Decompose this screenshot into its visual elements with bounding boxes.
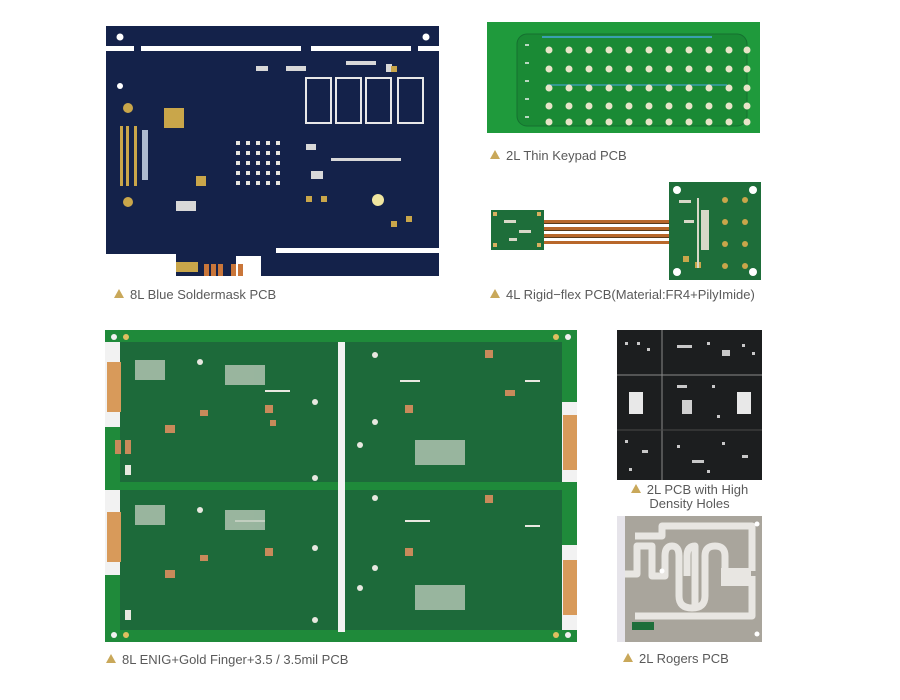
triangle-bullet-icon — [630, 484, 641, 493]
caption-blue-soldermask: 8L Blue Soldermask PCB — [114, 287, 276, 303]
product-image-enig-gold-finger — [105, 330, 577, 642]
product-image-thin-keypad — [487, 22, 760, 133]
caption-rogers: 2L Rogers PCB — [623, 651, 729, 667]
product-image-rogers — [617, 516, 762, 642]
caption-high-density-holes: 2L PCB with High Density Holes — [617, 483, 762, 511]
triangle-bullet-icon — [106, 654, 116, 663]
caption-rigid-flex: 4L Rigid−flex PCB(Material:FR4+PilyImide… — [490, 287, 755, 303]
blue-pcb-illustration — [106, 26, 439, 276]
triangle-bullet-icon — [114, 289, 124, 298]
high-density-pcb-illustration — [617, 330, 762, 480]
triangle-bullet-icon — [623, 653, 633, 662]
rogers-pcb-illustration — [617, 516, 762, 642]
rigid-flex-pcb-illustration — [491, 182, 761, 280]
caption-thin-keypad: 2L Thin Keypad PCB — [490, 148, 627, 164]
product-image-high-density-holes — [617, 330, 762, 480]
enig-pcb-illustration — [105, 330, 577, 642]
triangle-bullet-icon — [490, 150, 500, 159]
triangle-bullet-icon — [490, 289, 500, 298]
product-image-rigid-flex — [489, 180, 761, 280]
product-image-blue-soldermask — [106, 26, 439, 276]
keypad-pcb-illustration — [487, 22, 760, 133]
caption-enig-gold-finger: 8L ENIG+Gold Finger+3.5 / 3.5mil PCB — [106, 652, 348, 668]
